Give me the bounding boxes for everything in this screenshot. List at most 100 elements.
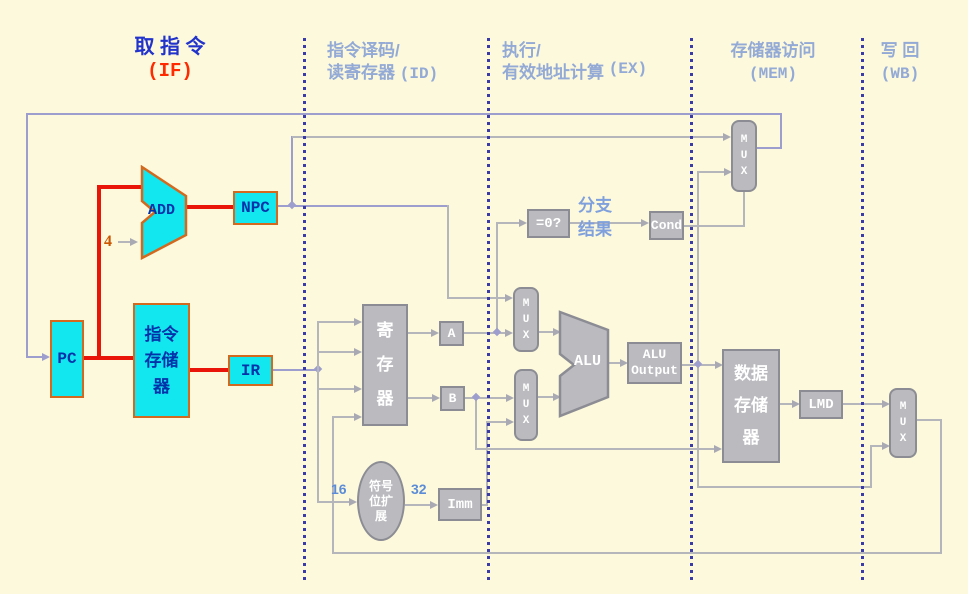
right-margin xyxy=(968,0,978,606)
arrow-into-cond xyxy=(641,219,649,227)
branch-result-label: 分支 结果 xyxy=(578,194,612,242)
arrow-into-lmd xyxy=(792,400,800,408)
stage-abbr-if: (IF) xyxy=(147,60,193,82)
writeback-mux: M U X xyxy=(889,388,917,458)
stage-title-id-line2: 读寄存器 xyxy=(327,63,395,82)
sign-extend-line: 位扩 xyxy=(368,493,393,508)
arrow-into-add xyxy=(130,238,138,246)
junction-npc xyxy=(287,200,297,210)
wire-red-pc-to-instrmem xyxy=(84,356,135,360)
wire-wbmux-out-down xyxy=(940,419,942,554)
arrow-into-reg-1 xyxy=(354,318,362,326)
arrow-into-mux2-2 xyxy=(506,418,514,426)
arrow-into-wbmux-2 xyxy=(882,442,890,450)
stage-abbr-id: (ID) xyxy=(399,65,439,83)
arrow-into-mux1-1 xyxy=(505,294,513,302)
wire-into-pc xyxy=(27,356,42,358)
wire-into-zero xyxy=(496,222,519,224)
arrow-into-reg-3 xyxy=(354,385,362,393)
mux-letter: U xyxy=(899,417,907,429)
mux-letter: X xyxy=(522,329,530,342)
a-latch: A xyxy=(439,321,464,346)
wire-mux2-to-alu xyxy=(538,396,553,398)
wire-ir-to-reg3 xyxy=(317,388,354,390)
data-memory-line: 存储 xyxy=(734,396,768,415)
mux-letter: U xyxy=(522,313,530,326)
stage-title-ex-line2: 有效地址计算 xyxy=(502,63,604,82)
zero-test-unit: =0? xyxy=(527,209,570,238)
stage-title-if: 取 指 令 xyxy=(134,36,206,58)
mux-letter: M xyxy=(522,297,530,310)
wire-writeback-to-reg xyxy=(332,416,354,418)
alu-output-line: Output xyxy=(631,363,678,378)
arrow-into-imm xyxy=(430,501,438,509)
wire-cond-out xyxy=(684,225,745,227)
wire-imm-out xyxy=(482,504,488,506)
wire-npc-out xyxy=(277,205,448,207)
wire-aluout-branch-bus xyxy=(697,171,699,488)
wire-memmux-out-up xyxy=(780,113,782,149)
wire-pc-feedback-top xyxy=(27,113,781,115)
alu-label: ALU xyxy=(574,353,602,370)
wire-zero-to-cond xyxy=(570,222,641,224)
instruction-memory-line: 指令 xyxy=(144,324,179,344)
arrow-into-b xyxy=(432,394,440,402)
junction-a xyxy=(492,327,502,337)
stage-title-ex: 执行/ 有效地址计算 (EX) xyxy=(502,40,647,85)
arrow-into-reg-2 xyxy=(354,348,362,356)
junction-aluout xyxy=(693,359,703,369)
stage-abbr-ex: (EX) xyxy=(608,60,648,78)
stage-title-id-line1: 指令译码/ xyxy=(327,41,400,60)
wire-npc-up xyxy=(291,136,293,206)
alu-output-register: ALU Output xyxy=(627,342,682,384)
arrow-into-datamem-data xyxy=(714,445,722,453)
instruction-memory-line: 存储 xyxy=(144,350,179,370)
arrow-into-memmux-1 xyxy=(723,133,731,141)
wire-alu-to-aluout xyxy=(608,362,620,364)
mux-letter: U xyxy=(740,150,748,162)
bottom-margin xyxy=(0,594,978,606)
bits-16-label: 16 xyxy=(331,481,347,497)
wire-wbmux-out xyxy=(917,419,941,421)
register-file-line: 存 xyxy=(376,355,394,374)
arrow-into-alu-1 xyxy=(553,328,561,336)
wire-writeback-bottom xyxy=(332,552,942,554)
bits-32-label: 32 xyxy=(411,481,427,497)
data-memory-line: 器 xyxy=(742,428,760,447)
wire-pc-feedback-left xyxy=(26,113,28,358)
imm-register: Imm xyxy=(438,488,482,521)
wire-four-to-add xyxy=(118,241,131,243)
mux-letter: U xyxy=(522,399,530,411)
instruction-memory-line: 器 xyxy=(153,376,170,396)
stage-divider-ex-mem xyxy=(690,38,693,582)
wire-reg-to-b xyxy=(408,397,432,399)
junction-b xyxy=(471,392,481,402)
wire-b-to-datamem xyxy=(475,448,714,450)
stage-title-mem-line1: 存储器访问 xyxy=(730,41,816,60)
increment-4-label: 4 xyxy=(104,233,112,250)
sign-extend-line: 符号 xyxy=(368,478,393,493)
stage-divider-if-id xyxy=(303,38,306,582)
wire-memmux-out xyxy=(757,147,781,149)
add-unit-shape xyxy=(140,165,188,260)
wire-npc-to-memmux xyxy=(292,136,723,138)
wire-red-to-add xyxy=(97,185,144,189)
add-unit-label: ADD xyxy=(148,202,176,219)
stage-title-wb-line1: 写 回 xyxy=(880,41,920,60)
stage-abbr-wb: (WB) xyxy=(880,65,920,83)
stage-abbr-mem: (MEM) xyxy=(748,65,797,83)
register-file: 寄 存 器 xyxy=(362,304,408,426)
wire-imm-to-mux2 xyxy=(486,421,506,423)
mux-letter: M xyxy=(899,401,907,413)
sign-extend-unit: 符号 位扩 展 xyxy=(357,461,405,541)
arrow-into-datamem-addr xyxy=(715,361,723,369)
wire-red-instrmem-to-ir xyxy=(190,368,229,372)
wire-reg-to-a xyxy=(408,332,431,334)
mux-letter: M xyxy=(522,383,530,395)
wire-ir-out xyxy=(273,369,318,371)
lmd-register: LMD xyxy=(799,390,843,419)
branch-result-line: 分支 xyxy=(578,196,612,215)
wire-into-wbmux-2 xyxy=(870,445,882,447)
wire-a-to-mux1 xyxy=(464,332,505,334)
wire-writeback-up xyxy=(332,416,334,554)
